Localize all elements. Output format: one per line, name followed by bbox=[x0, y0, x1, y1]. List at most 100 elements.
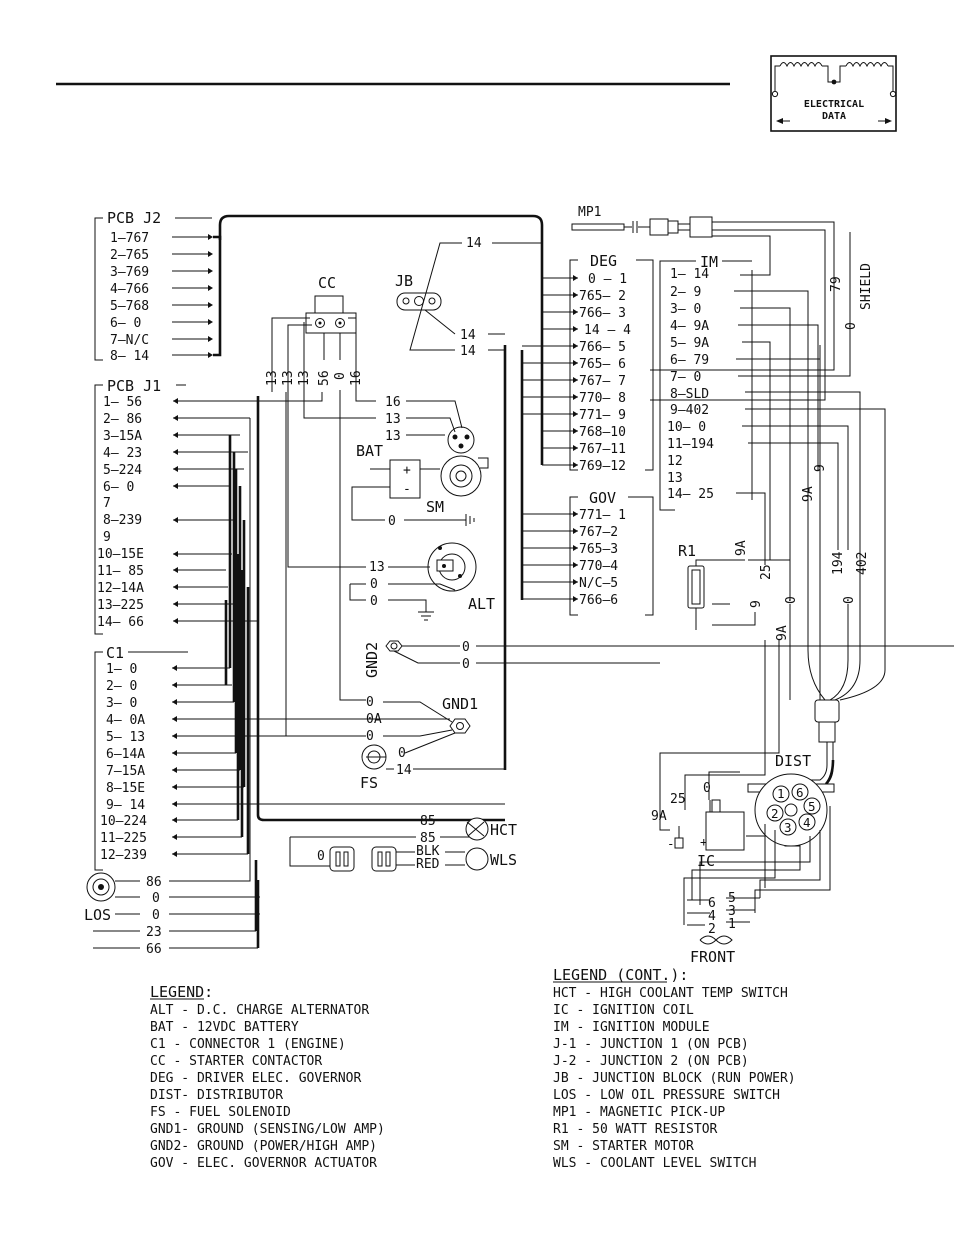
c1-pin: 12—239 bbox=[100, 848, 147, 863]
jb-wire: 14 bbox=[460, 328, 476, 343]
mp1-title: MP1 bbox=[578, 205, 601, 220]
dist-terminal: 5 bbox=[808, 799, 816, 814]
legend-cont-item: MP1 - MAGNETIC PICK-UP bbox=[553, 1105, 725, 1120]
wls-coolant-level-switch: 0 BLK RED WLS bbox=[317, 844, 517, 872]
bat-minus: - bbox=[403, 482, 411, 497]
im-title: IM bbox=[700, 253, 718, 271]
legend-item: ALT - D.C. CHARGE ALTERNATOR bbox=[150, 1003, 369, 1018]
pcb-j1-pin: 11— 85 bbox=[97, 564, 144, 579]
los-low-oil-pressure-switch: LOS 86 0 0 bbox=[84, 418, 260, 924]
logo-line2: DATA bbox=[822, 111, 846, 122]
im-pin: 10— 0 bbox=[667, 420, 706, 435]
legend-cont-item: IC - IGNITION COIL bbox=[553, 1003, 694, 1018]
im-pin: 14— 25 bbox=[667, 487, 714, 502]
pcb-j1-pin: 8—239 bbox=[103, 513, 142, 528]
sm-wire: 13 bbox=[385, 429, 401, 444]
plug-right: 1 bbox=[728, 917, 736, 932]
deg-pin: 770— 8 bbox=[579, 391, 626, 406]
pcb-j2-pin: 8— 14 bbox=[110, 349, 149, 364]
wls-title: WLS bbox=[490, 851, 517, 869]
c1-pin: 6—14A bbox=[106, 747, 145, 762]
los-wire: 0 bbox=[152, 908, 160, 923]
alt-wire: 0 bbox=[370, 594, 378, 609]
fuel-solenoid: FS 0 14 bbox=[360, 744, 505, 792]
gov-pin: 770—4 bbox=[579, 559, 618, 574]
legend-cont-item: HCT - HIGH COOLANT TEMP SWITCH bbox=[553, 986, 788, 1001]
deg-pin: 14 — 4 bbox=[584, 323, 631, 338]
alt-wire: 13 bbox=[369, 560, 385, 575]
im-pin: 5— 9A bbox=[670, 336, 709, 351]
legend-cont-item: LOS - LOW OIL PRESSURE SWITCH bbox=[553, 1088, 780, 1103]
vertical-label: 79 bbox=[829, 276, 844, 292]
sm-wire: 0 bbox=[388, 514, 396, 529]
pcb-j2-pin: 3—769 bbox=[110, 265, 149, 280]
gnd1-wire: 0A bbox=[366, 712, 382, 727]
plug-left: 6 bbox=[708, 896, 716, 911]
jb-wire: 14 bbox=[466, 236, 482, 251]
gov-title: GOV bbox=[589, 489, 616, 507]
pcb-j1-pin: 3—15A bbox=[103, 429, 142, 444]
ic-wire: 25 bbox=[670, 792, 686, 807]
c1-pin: 9— 14 bbox=[106, 798, 145, 813]
hct-title: HCT bbox=[490, 821, 517, 839]
pcb-j1-pin: 10—15E bbox=[97, 547, 144, 562]
deg-pin: 0 — 1 bbox=[588, 272, 627, 287]
gov-pin: 765—3 bbox=[579, 542, 618, 557]
c1-pin: 10—224 bbox=[100, 814, 147, 829]
ic-ignition-coil: 9A 25 0 - + IC bbox=[651, 640, 766, 870]
legend-cont-item: WLS - COOLANT LEVEL SWITCH bbox=[553, 1156, 757, 1171]
c1-pin: 8—15E bbox=[106, 781, 145, 796]
ic-title: IC bbox=[697, 852, 715, 870]
c1-pin: 11—225 bbox=[100, 831, 147, 846]
pcb-j2-title: PCB J2 bbox=[107, 209, 161, 227]
fs-title: FS bbox=[360, 774, 378, 792]
alternator: 13 0 0 ALT bbox=[287, 392, 495, 621]
dist-terminal: 6 bbox=[796, 785, 804, 800]
legend-item: CC - STARTER CONTACTOR bbox=[150, 1054, 322, 1069]
im-pin: 11—194 bbox=[667, 437, 714, 452]
dist-terminal: 3 bbox=[784, 820, 792, 835]
im-ignition-module: IM 1— 14 2— 9 3— 0 4— 9A 5— 9A 6— 79 7— … bbox=[659, 232, 886, 600]
alt-wire: 0 bbox=[370, 577, 378, 592]
gnd1-ground: GND1 0 0A 0 bbox=[234, 695, 478, 754]
legend-cont-item: J-2 - JUNCTION 2 (ON PCB) bbox=[553, 1054, 749, 1069]
r1-wire: 9 bbox=[749, 600, 764, 608]
cc-wire: 0 bbox=[333, 372, 348, 380]
legend-title: LEGEND: bbox=[150, 983, 213, 1001]
legend-item: GND2- GROUND (POWER/HIGH AMP) bbox=[150, 1139, 377, 1154]
los-wire: 0 bbox=[152, 891, 160, 906]
im-pin: 6— 79 bbox=[670, 353, 709, 368]
pcb-j2-pin: 6— 0 bbox=[110, 316, 141, 331]
legend-item: DIST- DISTRIBUTOR bbox=[150, 1088, 283, 1103]
gnd2-wire: 0 bbox=[462, 640, 470, 655]
pcb-j2-pins: 1—767 2—765 3—769 4—766 5—768 6— 0 7—N/C… bbox=[110, 231, 149, 364]
cc-wire: 13 bbox=[297, 370, 312, 386]
pcb-j1-pin: 2— 86 bbox=[103, 412, 142, 427]
vertical-label: 0 bbox=[842, 596, 857, 604]
legend-item: BAT - 12VDC BATTERY bbox=[150, 1020, 299, 1035]
pcb-j1-title: PCB J1 bbox=[107, 377, 161, 395]
dist-terminal: 4 bbox=[803, 815, 811, 830]
vertical-label: SHIELD bbox=[859, 263, 874, 310]
r1-title: R1 bbox=[678, 542, 696, 560]
bat-title: BAT bbox=[356, 442, 383, 460]
gnd1-title: GND1 bbox=[442, 695, 478, 713]
pcb-j2-pin: 1—767 bbox=[110, 231, 149, 246]
legend-cont-item: IM - IGNITION MODULE bbox=[553, 1020, 710, 1035]
c1-pin: 4— 0A bbox=[106, 713, 145, 728]
cc-starter-contactor: CC 13 13 13 56 0 16 bbox=[265, 274, 376, 701]
legend-item: FS - FUEL SOLENOID bbox=[150, 1105, 291, 1120]
pcb-j1-pin: 4— 23 bbox=[103, 446, 142, 461]
c1-pin: 1— 0 bbox=[106, 662, 137, 677]
sm-wire: 16 bbox=[385, 395, 401, 410]
pcb-j1-pin: 12—14A bbox=[97, 581, 144, 596]
legend-item: DEG - DRIVER ELEC. GOVERNOR bbox=[150, 1071, 361, 1086]
vertical-wire-labels: 79 0 SHIELD 9 9A 25 0 9A 194 0 402 bbox=[759, 263, 874, 641]
gov-pin: N/C—5 bbox=[579, 576, 618, 591]
deg-pin: 765— 2 bbox=[579, 289, 626, 304]
c1-connector: C1 1— 0 2— 0 3— 0 4— 0A 5— 13 6—14A 7—15… bbox=[94, 392, 505, 871]
electrical-data-logo: ELECTRICAL DATA bbox=[770, 55, 897, 132]
gnd2-title: GND2 bbox=[363, 642, 381, 678]
dist-title: DIST bbox=[775, 752, 811, 770]
ic-wire: 9A bbox=[651, 809, 667, 824]
